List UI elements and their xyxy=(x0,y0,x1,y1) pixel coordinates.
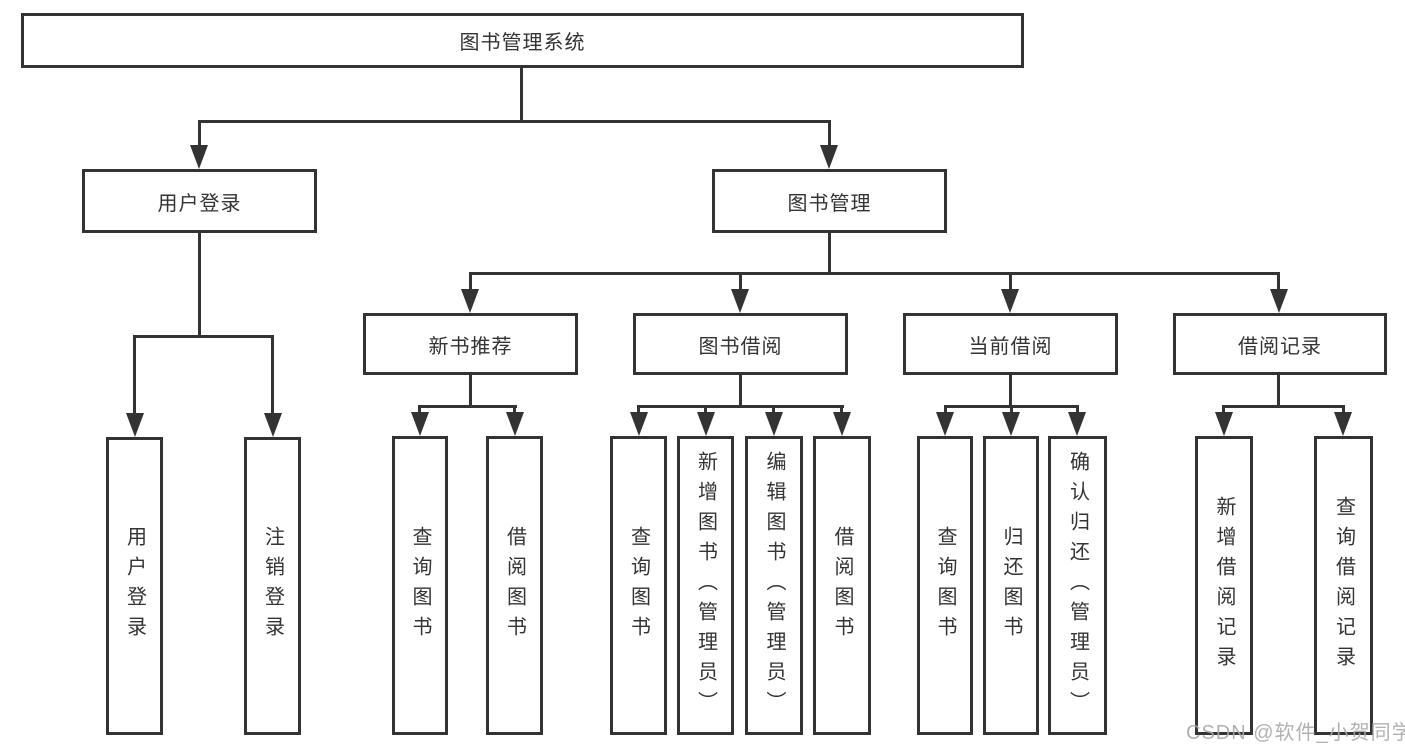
node-book-management: 图书管理 xyxy=(712,169,947,233)
arrowhead-icon xyxy=(1001,289,1019,313)
connector-line xyxy=(1342,405,1345,417)
connector-line xyxy=(739,375,742,407)
arrowhead-icon xyxy=(1334,412,1352,436)
leaf-records-add-record: 新增借阅记录 xyxy=(1195,436,1253,735)
csdn-watermark: CSDN @软件_小贺同学 xyxy=(1186,722,1405,744)
arrowhead-icon xyxy=(1270,289,1288,313)
connector-line xyxy=(1222,405,1225,417)
leaf-current-confirm-return-admin: 确认归还（管理员） xyxy=(1048,436,1107,735)
leaf-records-query-record: 查询借阅记录 xyxy=(1314,436,1373,735)
connector-line xyxy=(637,405,640,417)
connector-line xyxy=(198,233,201,336)
leaf-current-query-books: 查询图书 xyxy=(917,436,973,735)
node-root-library-system: 图书管理系统 xyxy=(21,13,1024,68)
node-book-borrowing: 图书借阅 xyxy=(633,313,848,375)
connector-line xyxy=(1009,375,1012,407)
connector-line xyxy=(637,405,844,408)
connector-line xyxy=(828,120,831,148)
connector-line xyxy=(418,405,517,408)
connector-line xyxy=(944,405,947,417)
leaf-logout: 注销登录 xyxy=(244,437,301,735)
leaf-user-login: 用户登录 xyxy=(106,437,163,735)
arrowhead-icon xyxy=(461,289,479,313)
connector-line xyxy=(704,405,707,417)
leaf-newbook-query-books: 查询图书 xyxy=(392,436,448,735)
arrowhead-icon xyxy=(1068,412,1086,436)
connector-line xyxy=(1076,405,1079,417)
connector-line xyxy=(828,233,831,273)
node-current-borrowing: 当前借阅 xyxy=(903,313,1118,375)
connector-line xyxy=(1010,405,1013,417)
connector-line xyxy=(271,335,274,415)
connector-line xyxy=(418,405,421,417)
leaf-borrow-query-books: 查询图书 xyxy=(610,436,667,735)
connector-line xyxy=(1277,272,1280,292)
arrowhead-icon xyxy=(833,412,851,436)
leaf-borrow-edit-books-admin: 编辑图书（管理员） xyxy=(745,436,803,735)
leaf-borrow-add-books-admin: 新增图书（管理员） xyxy=(677,436,734,735)
connector-line xyxy=(1009,272,1012,292)
arrowhead-icon xyxy=(630,412,648,436)
connector-line xyxy=(520,68,523,120)
connector-line xyxy=(469,272,472,292)
connector-line xyxy=(513,405,516,417)
connector-line xyxy=(198,120,201,148)
arrowhead-icon xyxy=(264,413,282,437)
connector-line xyxy=(772,405,775,417)
connector-line xyxy=(739,272,742,292)
arrowhead-icon xyxy=(731,289,749,313)
connector-line xyxy=(133,335,274,338)
arrowhead-icon xyxy=(936,412,954,436)
leaf-borrow-borrow-books: 借阅图书 xyxy=(813,436,871,735)
arrowhead-icon xyxy=(506,412,524,436)
arrowhead-icon xyxy=(1002,412,1020,436)
leaf-newbook-borrow-books: 借阅图书 xyxy=(486,436,543,735)
arrowhead-icon xyxy=(820,145,838,169)
connector-line xyxy=(198,120,831,123)
arrowhead-icon xyxy=(697,412,715,436)
arrowhead-icon xyxy=(411,412,429,436)
connector-line xyxy=(469,375,472,407)
arrowhead-icon xyxy=(765,412,783,436)
connector-line xyxy=(840,405,843,417)
connector-line xyxy=(469,272,1280,275)
leaf-current-return-books: 归还图书 xyxy=(983,436,1039,735)
node-borrow-records: 借阅记录 xyxy=(1173,313,1387,375)
node-user-login: 用户登录 xyxy=(82,169,317,233)
connector-line xyxy=(133,335,136,415)
connector-line xyxy=(1222,405,1344,408)
connector-line xyxy=(1277,375,1280,407)
node-new-book-recommend: 新书推荐 xyxy=(363,313,578,375)
arrowhead-icon xyxy=(126,413,144,437)
arrowhead-icon xyxy=(190,145,208,169)
arrowhead-icon xyxy=(1215,412,1233,436)
